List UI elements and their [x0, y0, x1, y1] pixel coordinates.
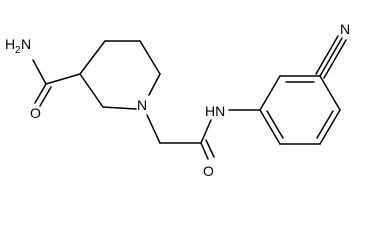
bond-n1-c2 [102, 106, 137, 110]
nh2-h-label: H [5, 36, 15, 52]
linker-oxygen-label: O [203, 163, 214, 179]
bond-ar4-ar5 [319, 109, 341, 145]
aromatic-inner-3 [266, 110, 284, 139]
bond-ccarbonyl-nh [200, 119, 212, 144]
nh2-subscript: 2 [15, 45, 21, 56]
nitrile-group [315, 35, 347, 79]
bond-ar3-ar4 [319, 75, 341, 111]
bond-n1-ch2 [146, 114, 161, 144]
bond-c6-n1 [148, 73, 161, 96]
bond-c3-c4 [79, 40, 106, 75]
carboxamide-group [32, 59, 81, 107]
bond-c3-ccarbonyl [45, 73, 81, 85]
bond-ar6-ar1 [259, 109, 281, 145]
bond-ccarbonyl-o-2 [205, 139, 215, 158]
molecule-structure: H 2 N O N O HN N [5, 21, 350, 179]
anilide-nh-label: HN [205, 103, 225, 119]
bond-c2-c3 [79, 73, 104, 108]
aromatic-inner-2 [316, 110, 334, 139]
nitrile-nitrogen-label: N [340, 21, 350, 37]
nh2-n-label: N [21, 36, 31, 52]
acetamide-linker [146, 109, 261, 160]
bond-c5-c6 [139, 40, 161, 75]
atom-label-nh2: H 2 N [5, 36, 31, 56]
bond-ccarbonyl-o-1 [34, 83, 47, 104]
nitrile-bond-1 [319, 37, 343, 77]
bond-ccarbonyl-o-2 [39, 86, 52, 107]
bond-ccarbonyl-o-1 [200, 142, 209, 160]
bond-ar1-ar2 [259, 75, 281, 111]
amide-oxygen-label: O [30, 105, 41, 121]
nitrile-bond-2 [315, 35, 339, 75]
piperidine-nitrogen-label: N [137, 97, 147, 113]
piperidine-ring [79, 40, 161, 110]
bond-ccarbonyl-nh2 [32, 59, 47, 85]
nitrile-bond-3 [323, 39, 347, 79]
benzene-ring [259, 75, 341, 145]
